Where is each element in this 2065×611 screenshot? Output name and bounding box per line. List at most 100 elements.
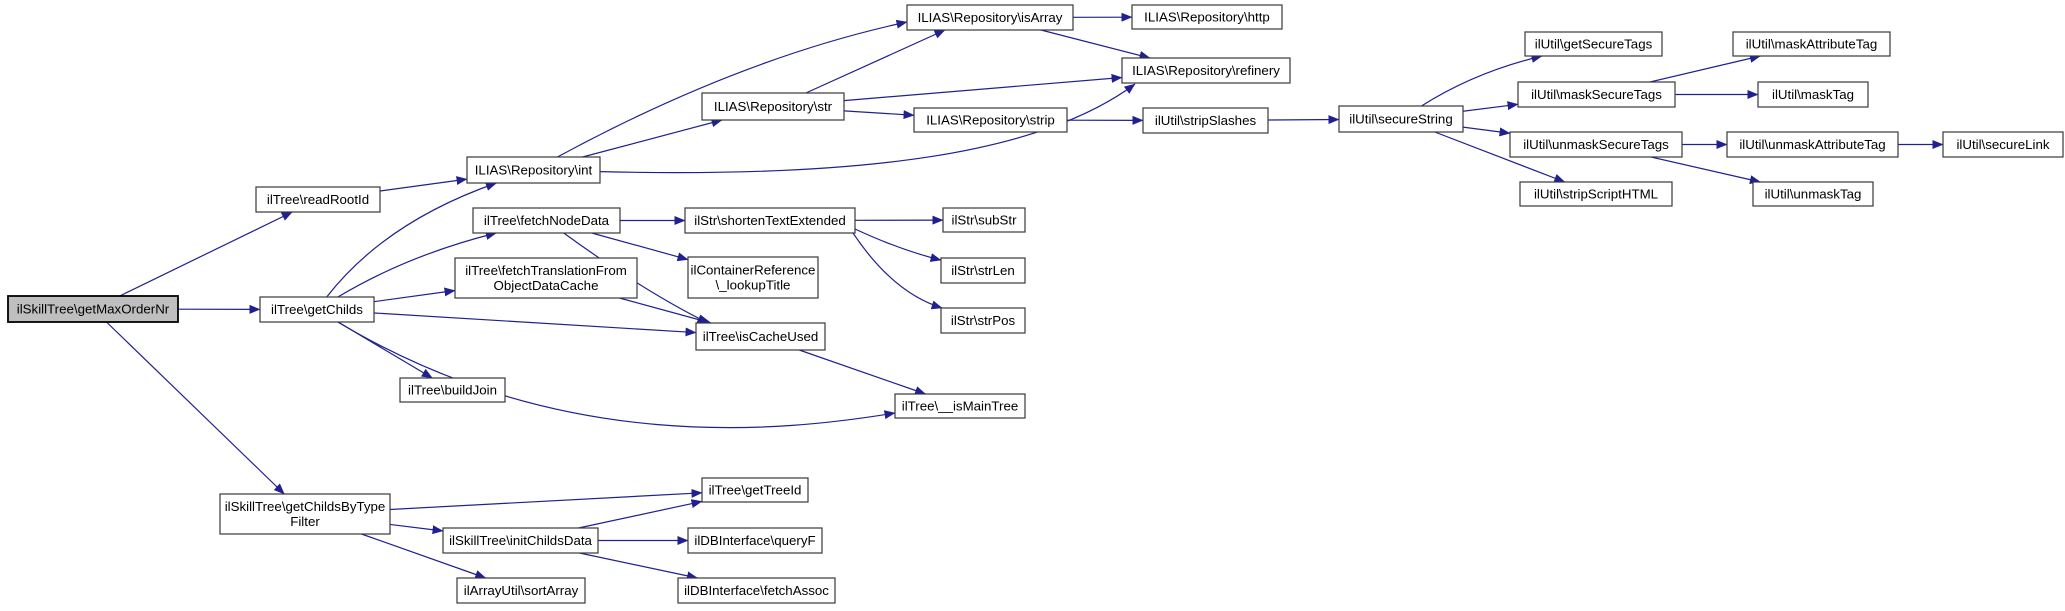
graph-node-queryF[interactable]: ilDBInterface\queryF — [687, 527, 823, 554]
node-label: ilTree\buildJoin — [408, 383, 497, 398]
node-box[interactable] — [695, 322, 826, 351]
graph-node-readRootId[interactable]: ilTree\readRootId — [255, 186, 381, 213]
node-box[interactable] — [259, 296, 375, 323]
graph-node-maskAttributeTag[interactable]: ilUtil\maskAttributeTag — [1732, 31, 1891, 57]
node-box[interactable] — [454, 257, 638, 299]
graph-node-secureString[interactable]: ilUtil\secureString — [1338, 105, 1464, 133]
node-box[interactable] — [399, 377, 506, 403]
node-box[interactable] — [894, 393, 1026, 419]
graph-node-subStr[interactable]: ilStr\subStr — [942, 207, 1026, 233]
graph-node-str[interactable]: ILIAS\Repository\str — [701, 92, 845, 121]
graph-node-fetchAssoc[interactable]: ilDBInterface\fetchAssoc — [677, 577, 836, 604]
node-box[interactable] — [940, 307, 1026, 334]
edge-initChildsData-to-fetchAssoc — [579, 552, 698, 581]
node-box[interactable] — [1121, 57, 1291, 84]
edge-getChilds-to-fetchTranslationFromObjectDataCache — [373, 287, 456, 303]
node-box[interactable] — [472, 207, 621, 234]
node-box[interactable] — [456, 577, 586, 604]
node-label: ILIAS\Repository\int — [475, 163, 593, 178]
node-box[interactable] — [442, 527, 599, 554]
graph-node-buildJoin[interactable]: ilTree\buildJoin — [399, 377, 506, 403]
node-box[interactable] — [684, 207, 856, 234]
node-label: ilStr\shortenTextExtended — [694, 213, 846, 228]
node-box[interactable] — [906, 4, 1074, 31]
graph-node-getSecureTags[interactable]: ilUtil\getSecureTags — [1524, 31, 1663, 57]
edge-str-to-strip — [843, 110, 915, 120]
node-box[interactable] — [687, 256, 819, 299]
edge-getChilds-to-isCacheUsed — [373, 312, 697, 337]
node-box[interactable] — [677, 577, 836, 604]
node-box[interactable] — [255, 186, 381, 213]
node-box[interactable] — [1131, 4, 1283, 30]
node-box[interactable] — [1942, 131, 2064, 158]
edge-initChildsData-to-getTreeId — [578, 499, 703, 529]
graph-node-sortArray[interactable]: ilArrayUtil\sortArray — [456, 577, 586, 604]
node-box[interactable] — [701, 477, 809, 503]
graph-node-http[interactable]: ILIAS\Repository\http — [1131, 4, 1283, 30]
graph-node-stripSlashes[interactable]: ilUtil\stripSlashes — [1142, 107, 1269, 134]
graph-node-unmaskTag[interactable]: ilUtil\unmaskTag — [1752, 181, 1874, 207]
graph-node-strip[interactable]: ILIAS\Repository\strip — [913, 107, 1068, 133]
node-label: ilUtil\unmaskSecureTags — [1523, 137, 1669, 152]
edge-secureString-to-getSecureTags — [1421, 54, 1543, 107]
graph-node-int[interactable]: ILIAS\Repository\int — [466, 156, 601, 184]
graph-node-isMainTree[interactable]: ilTree\__isMainTree — [894, 393, 1026, 419]
node-label: ilUtil\getSecureTags — [1535, 37, 1653, 52]
node-label: ILIAS\Repository\refinery — [1132, 63, 1280, 78]
graph-node-maskSecureTags[interactable]: ilUtil\maskSecureTags — [1517, 81, 1676, 108]
graph-node-strLen[interactable]: ilStr\strLen — [940, 257, 1026, 284]
node-box[interactable] — [913, 107, 1068, 133]
node-box[interactable] — [7, 295, 179, 323]
node-box[interactable] — [1732, 31, 1891, 57]
node-box[interactable] — [1509, 131, 1683, 158]
edge-maskSecureTags-to-maskAttributeTag — [1649, 54, 1761, 83]
node-box[interactable] — [1752, 181, 1874, 207]
node-label: ilContainerReference\_lookupTitle — [691, 263, 816, 293]
graph-node-getChilds[interactable]: ilTree\getChilds — [259, 296, 375, 323]
node-box[interactable] — [940, 257, 1026, 284]
node-box[interactable] — [1142, 107, 1269, 134]
edge-isCacheUsed-to-isMainTree — [799, 349, 927, 395]
graph-node-isCacheUsed[interactable]: ilTree\isCacheUsed — [695, 322, 826, 351]
node-label: ilTree\__isMainTree — [902, 399, 1019, 414]
graph-node-getTreeId[interactable]: ilTree\getTreeId — [701, 477, 809, 503]
node-label: ilDBInterface\queryF — [694, 533, 815, 548]
graph-node-lookupTitle[interactable]: ilContainerReference\_lookupTitle — [687, 256, 819, 299]
node-box[interactable] — [1517, 81, 1676, 108]
node-box[interactable] — [942, 207, 1026, 233]
graph-node-isArray[interactable]: ILIAS\Repository\isArray — [906, 4, 1074, 31]
edge-getChilds-to-fetchNodeData — [337, 231, 497, 298]
graph-node-shortenTextExtended[interactable]: ilStr\shortenTextExtended — [684, 207, 856, 234]
node-label: ilSkillTree\initChildsData — [449, 533, 592, 548]
node-box[interactable] — [1524, 31, 1663, 57]
node-box[interactable] — [1757, 81, 1869, 108]
node-box[interactable] — [1726, 131, 1899, 158]
edge-int-to-refinery — [599, 83, 1136, 174]
node-box[interactable] — [701, 92, 845, 121]
graph-node-strPos[interactable]: ilStr\strPos — [940, 307, 1026, 334]
graph-node-unmaskAttributeTag[interactable]: ilUtil\unmaskAttributeTag — [1726, 131, 1899, 158]
node-box[interactable] — [1338, 105, 1464, 133]
graph-node-initChildsData[interactable]: ilSkillTree\initChildsData — [442, 527, 599, 554]
node-box[interactable] — [687, 527, 823, 554]
node-box[interactable] — [219, 493, 391, 535]
node-box[interactable] — [1519, 181, 1673, 207]
graph-node-unmaskSecureTags[interactable]: ilUtil\unmaskSecureTags — [1509, 131, 1683, 158]
node-label: ILIAS\Repository\isArray — [918, 10, 1063, 25]
edge-secureString-to-stripScriptHTML — [1434, 131, 1566, 183]
graph-node-getMaxOrderNr[interactable]: ilSkillTree\getMaxOrderNr — [7, 295, 179, 323]
edge-getChildsByTypeFilter-to-getTreeId — [389, 488, 703, 511]
graph-node-stripScriptHTML[interactable]: ilUtil\stripScriptHTML — [1519, 181, 1673, 207]
edge-secureString-to-unmaskSecureTags — [1462, 126, 1511, 137]
graph-node-refinery[interactable]: ILIAS\Repository\refinery — [1121, 57, 1291, 84]
edge-getMaxOrderNr-to-getChildsByTypeFilter — [106, 321, 285, 495]
node-box[interactable] — [466, 156, 601, 184]
edge-fetchTranslationFromObjectDataCache-to-isCacheUsed — [619, 297, 712, 325]
graph-node-maskTag[interactable]: ilUtil\maskTag — [1757, 81, 1869, 108]
graph-node-secureLink[interactable]: ilUtil\secureLink — [1942, 131, 2064, 158]
graph-node-fetchNodeData[interactable]: ilTree\fetchNodeData — [472, 207, 621, 234]
edge-fetchNodeData-to-isCacheUsed — [563, 232, 709, 324]
